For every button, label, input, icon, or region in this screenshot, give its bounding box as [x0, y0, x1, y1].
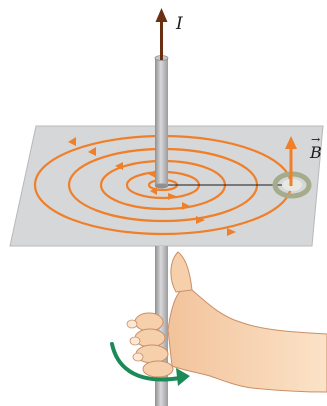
current-label: I: [176, 14, 183, 34]
wire-upper: [155, 58, 168, 186]
vector-arrow-mark: →: [311, 133, 320, 146]
up-arrow-icon: [156, 8, 168, 60]
wire-center: [155, 184, 168, 189]
field-label: → B: [310, 143, 322, 162]
